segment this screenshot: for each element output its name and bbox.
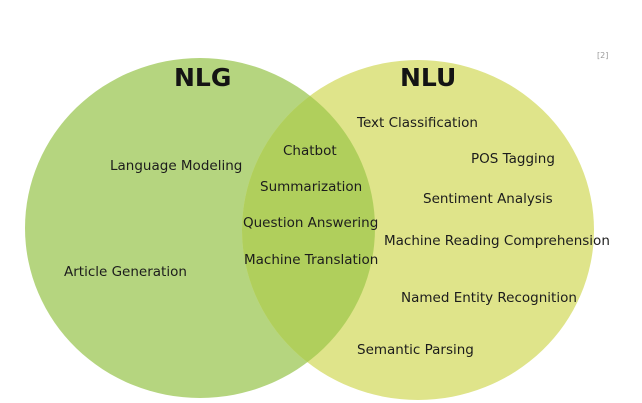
nlu-title: NLU: [400, 63, 457, 92]
nlg-title: NLG: [174, 63, 232, 92]
nlu-item-pos-tagging: POS Tagging: [471, 151, 555, 167]
nlg-item-language-modeling: Language Modeling: [110, 158, 243, 174]
nlu-item-text-classification: Text Classification: [357, 115, 478, 131]
nlg-item-article-generation: Article Generation: [64, 264, 187, 280]
nlu-item-semantic-parsing: Semantic Parsing: [357, 342, 474, 358]
shared-item-machine-translation: Machine Translation: [244, 252, 379, 268]
overlap-region: [242, 60, 375, 398]
shared-item-chatbot: Chatbot: [283, 143, 337, 159]
nlu-item-sentiment-analysis: Sentiment Analysis: [423, 191, 553, 207]
shared-item-summarization: Summarization: [260, 179, 363, 195]
nlu-item-machine-reading-comprehension: Machine Reading Comprehension: [384, 233, 610, 249]
reference-mark: [2]: [597, 51, 609, 60]
nlu-item-named-entity-recognition: Named Entity Recognition: [401, 290, 577, 306]
shared-item-question-answering: Question Answering: [243, 215, 379, 231]
